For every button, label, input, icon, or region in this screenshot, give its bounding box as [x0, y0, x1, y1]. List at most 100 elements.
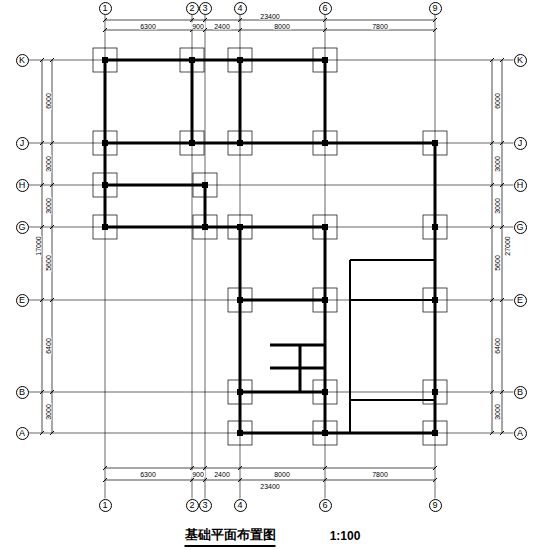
- dimension-text: 3000: [45, 197, 52, 215]
- axis-bubble: K: [514, 54, 527, 67]
- dimension-text: 23400: [259, 13, 280, 20]
- axis-number: B: [19, 388, 25, 397]
- axis-bubble: E: [514, 294, 527, 307]
- axis-bubble: 1: [99, 499, 112, 512]
- dimension-lines: [42, 20, 502, 480]
- dimension-text: 8000: [273, 471, 291, 478]
- axis-line: [29, 227, 514, 228]
- axis-number: G: [18, 223, 25, 232]
- dimension-text: 7800: [371, 23, 389, 30]
- axis-bubble: 6: [319, 499, 332, 512]
- axis-bubble: G: [514, 221, 527, 234]
- axis-line: [29, 185, 514, 186]
- axis-line: [29, 60, 514, 61]
- axis-bubble: J: [16, 137, 29, 150]
- axis-bubble: E: [16, 294, 29, 307]
- axis-number: 4: [237, 4, 242, 13]
- axis-bubble: A: [514, 427, 527, 440]
- axis-bubble: 1: [99, 2, 112, 15]
- axis-bubble: 3: [199, 2, 212, 15]
- scale-note: 1:100: [329, 530, 362, 542]
- axis-number: 9: [432, 4, 437, 13]
- axis-number: 4: [237, 501, 242, 510]
- dimension-text: 17000: [35, 235, 42, 256]
- dimension-text: 6000: [494, 92, 501, 110]
- dimension-text: 5600: [494, 254, 501, 272]
- axis-number: E: [19, 296, 25, 305]
- axis-number: B: [517, 388, 523, 397]
- axis-line: [325, 15, 326, 499]
- axis-number: 2: [189, 501, 194, 510]
- axis-line: [29, 143, 514, 144]
- axis-line: [192, 15, 193, 499]
- axis-number: 9: [432, 501, 437, 510]
- axis-number: K: [517, 56, 523, 65]
- axis-line: [435, 15, 436, 499]
- axis-number: 1: [102, 501, 107, 510]
- dimension-text: 23400: [259, 483, 280, 490]
- axis-number: A: [19, 429, 25, 438]
- axis-bubble: 2: [186, 499, 199, 512]
- axis-number: K: [19, 56, 25, 65]
- axis-line: [205, 15, 206, 499]
- axis-number: H: [19, 181, 26, 190]
- dimension-text: 900: [191, 471, 205, 478]
- axis-number: 1: [102, 4, 107, 13]
- axis-bubble: 2: [186, 2, 199, 15]
- axis-line: [105, 15, 106, 499]
- dimension-text: 3000: [494, 403, 501, 421]
- foundation-beams: [105, 60, 435, 433]
- axis-bubble: H: [16, 179, 29, 192]
- dimension-text: 6400: [45, 337, 52, 355]
- axis-bubble: J: [514, 137, 527, 150]
- dimension-text: 27000: [504, 235, 511, 256]
- dimension-text: 6300: [139, 23, 157, 30]
- axis-line: [29, 300, 514, 301]
- axis-line: [29, 392, 514, 393]
- dimension-text: 900: [191, 23, 205, 30]
- dimension-text: 6400: [494, 337, 501, 355]
- axis-number: G: [516, 223, 523, 232]
- dimension-text: 8000: [273, 23, 291, 30]
- dimension-text: 3000: [494, 197, 501, 215]
- axis-number: E: [517, 296, 523, 305]
- axis-bubble: G: [16, 221, 29, 234]
- footings: [93, 48, 447, 445]
- dimension-text: 6300: [139, 471, 157, 478]
- axis-number: 3: [202, 4, 207, 13]
- axis-line: [29, 433, 514, 434]
- dimension-text: 5600: [45, 254, 52, 272]
- dimension-text: 6000: [45, 92, 52, 110]
- axis-bubble: B: [16, 386, 29, 399]
- axis-number: 2: [189, 4, 194, 13]
- axis-number: A: [517, 429, 523, 438]
- axis-bubble: H: [514, 179, 527, 192]
- dimension-ticks: [40, 18, 504, 482]
- axis-number: 6: [322, 4, 327, 13]
- axis-number: J: [518, 139, 523, 148]
- axis-number: 6: [322, 501, 327, 510]
- axis-bubble: 9: [429, 499, 442, 512]
- axis-bubble: 3: [199, 499, 212, 512]
- axis-bubble: 4: [234, 2, 247, 15]
- axis-bubble: A: [16, 427, 29, 440]
- dimension-text: 2400: [213, 471, 231, 478]
- axis-bubble: K: [16, 54, 29, 67]
- axis-bubble: 4: [234, 499, 247, 512]
- dimension-text: 3000: [45, 155, 52, 173]
- dimension-text: 2400: [213, 23, 231, 30]
- partition-beams: [350, 260, 435, 433]
- axis-number: 3: [202, 501, 207, 510]
- drawing-title: 基础平面布置图: [185, 526, 276, 547]
- dimension-text: 3000: [494, 155, 501, 173]
- axis-line: [240, 15, 241, 499]
- dimension-text: 3000: [45, 403, 52, 421]
- dimension-text: 7800: [371, 471, 389, 478]
- axis-number: J: [20, 139, 25, 148]
- axis-bubble: 9: [429, 2, 442, 15]
- axis-bubble: B: [514, 386, 527, 399]
- axis-number: H: [517, 181, 524, 190]
- axis-bubble: 6: [319, 2, 332, 15]
